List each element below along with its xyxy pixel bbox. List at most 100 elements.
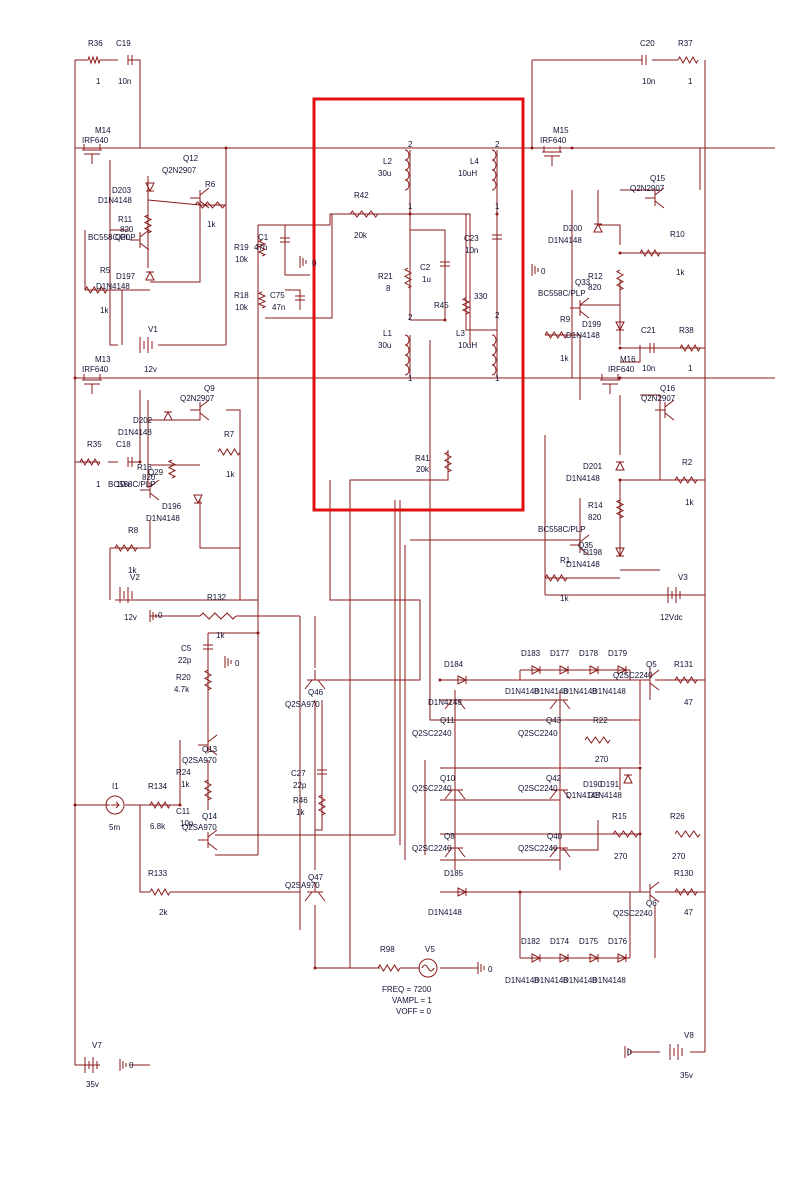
- label-r36: R36: [88, 39, 103, 48]
- label-q42v: Q2SC2240: [518, 784, 558, 793]
- label-freq: FREQ = 7200: [382, 985, 432, 994]
- label-i1v: 5m: [109, 823, 120, 832]
- label-q9: Q9: [204, 384, 215, 393]
- label-vampl: VAMPL = 1: [392, 996, 432, 1005]
- label-c27: C27: [291, 769, 306, 778]
- label-c23: C23: [464, 234, 479, 243]
- label-r12v: 820: [588, 283, 602, 292]
- label-q12: Q12: [183, 154, 199, 163]
- label-v5: V5: [425, 945, 435, 954]
- label-gnd0f: 0: [129, 1061, 134, 1070]
- label-m15v: IRF640: [540, 136, 567, 145]
- label-d190v: D1N4148: [566, 791, 600, 800]
- label-d197: D197: [116, 272, 136, 281]
- label-voff: VOFF = 0: [396, 1007, 431, 1016]
- label-m13: M13: [95, 355, 111, 364]
- label-c2v: 1u: [422, 275, 431, 284]
- label-d197v: D1N4148: [96, 282, 130, 291]
- label-c5v: 22p: [178, 656, 192, 665]
- label-q8v: Q2SC2240: [412, 844, 452, 853]
- label-d174v: D1N4148: [534, 976, 568, 985]
- label-d203: D203: [112, 186, 132, 195]
- label-r2v: 1k: [685, 498, 694, 507]
- label-l1v: 30u: [378, 341, 391, 350]
- label-r5v: 1k: [100, 306, 109, 315]
- label-r9: R9: [560, 315, 571, 324]
- label-d184: D184: [444, 660, 464, 669]
- label-n2c: 2: [408, 313, 413, 322]
- label-l4: L4: [470, 157, 479, 166]
- label-q35: Q35: [578, 541, 594, 550]
- label-q15v: Q2N2907: [630, 184, 665, 193]
- label-r19v: 10k: [235, 255, 249, 264]
- label-r46v: 1k: [296, 808, 305, 817]
- label-r36v: 1: [96, 77, 101, 86]
- label-n1b: 1: [495, 202, 500, 211]
- label-r132: R132: [207, 593, 227, 602]
- label-c11v: 10p: [180, 819, 194, 828]
- label-r45v: 330: [474, 292, 488, 301]
- label-r19: R19: [234, 243, 249, 252]
- label-n1d: 1: [495, 374, 500, 383]
- label-d182v: D1N4148: [505, 976, 539, 985]
- label-q6: Q6: [646, 899, 657, 908]
- label-v3v: 12Vdc: [660, 613, 683, 622]
- label-c1: C1: [258, 233, 269, 242]
- label-c20v: 10n: [642, 77, 655, 86]
- label-v8: V8: [684, 1031, 694, 1040]
- label-q46: Q46: [308, 688, 324, 697]
- label-q15: Q15: [650, 174, 666, 183]
- label-v7: V7: [92, 1041, 102, 1050]
- label-q5v: Q2SC2240: [613, 671, 653, 680]
- label-d202v: D1N4148: [118, 428, 152, 437]
- label-d179: D179: [608, 649, 628, 658]
- label-q13: Q13: [202, 745, 218, 754]
- label-r41v: 20k: [416, 465, 430, 474]
- label-c1v: 47n: [254, 243, 267, 252]
- label-r46: R46: [293, 796, 308, 805]
- label-m14v: IRF640: [82, 136, 109, 145]
- label-r6: R6: [205, 180, 216, 189]
- label-d202: D202: [133, 416, 153, 425]
- label-l2: L2: [383, 157, 392, 166]
- label-c11: C11: [176, 807, 191, 816]
- label-r15: R15: [612, 812, 627, 821]
- label-d177v: D1N4148: [534, 687, 568, 696]
- label-d203v: D1N4148: [98, 196, 132, 205]
- label-q14: Q14: [202, 812, 218, 821]
- label-n2b: 2: [495, 140, 500, 149]
- label-c23v: 10n: [465, 246, 478, 255]
- label-d179v: D1N4148: [592, 687, 626, 696]
- label-l4v: 10uH: [458, 169, 477, 178]
- label-m13v: IRF640: [82, 365, 109, 374]
- label-r24: R24: [176, 768, 191, 777]
- label-n2a: 2: [408, 140, 413, 149]
- label-d175: D175: [579, 937, 599, 946]
- label-gnd0d: 0: [158, 611, 163, 620]
- label-d190: D190: [583, 780, 603, 789]
- label-r42v: 20k: [354, 231, 368, 240]
- label-c21: C21: [641, 326, 656, 335]
- label-gnd0e: 0: [488, 965, 493, 974]
- label-q30: Q30: [115, 233, 131, 242]
- label-q46v: Q2SA970: [285, 700, 320, 709]
- label-r10: R10: [670, 230, 685, 239]
- label-d185v: D1N4148: [428, 908, 462, 917]
- label-d191: D191: [600, 780, 620, 789]
- label-r6v: 1k: [207, 220, 216, 229]
- label-r20v: 4.7k: [174, 685, 190, 694]
- label-r22v: 270: [595, 755, 609, 764]
- label-m16v: IRF640: [608, 365, 635, 374]
- label-d185: D185: [444, 869, 464, 878]
- label-c5: C5: [181, 644, 192, 653]
- label-v1: V1: [148, 325, 158, 334]
- label-l2v: 30u: [378, 169, 391, 178]
- label-r24v: 1k: [181, 780, 190, 789]
- label-c75v: 47n: [272, 303, 285, 312]
- label-m16: M16: [620, 355, 636, 364]
- label-q40v: Q2SC2240: [518, 844, 558, 853]
- label-d184v: D1N4148: [428, 698, 462, 707]
- label-r7: R7: [224, 430, 235, 439]
- label-c2: C2: [420, 263, 431, 272]
